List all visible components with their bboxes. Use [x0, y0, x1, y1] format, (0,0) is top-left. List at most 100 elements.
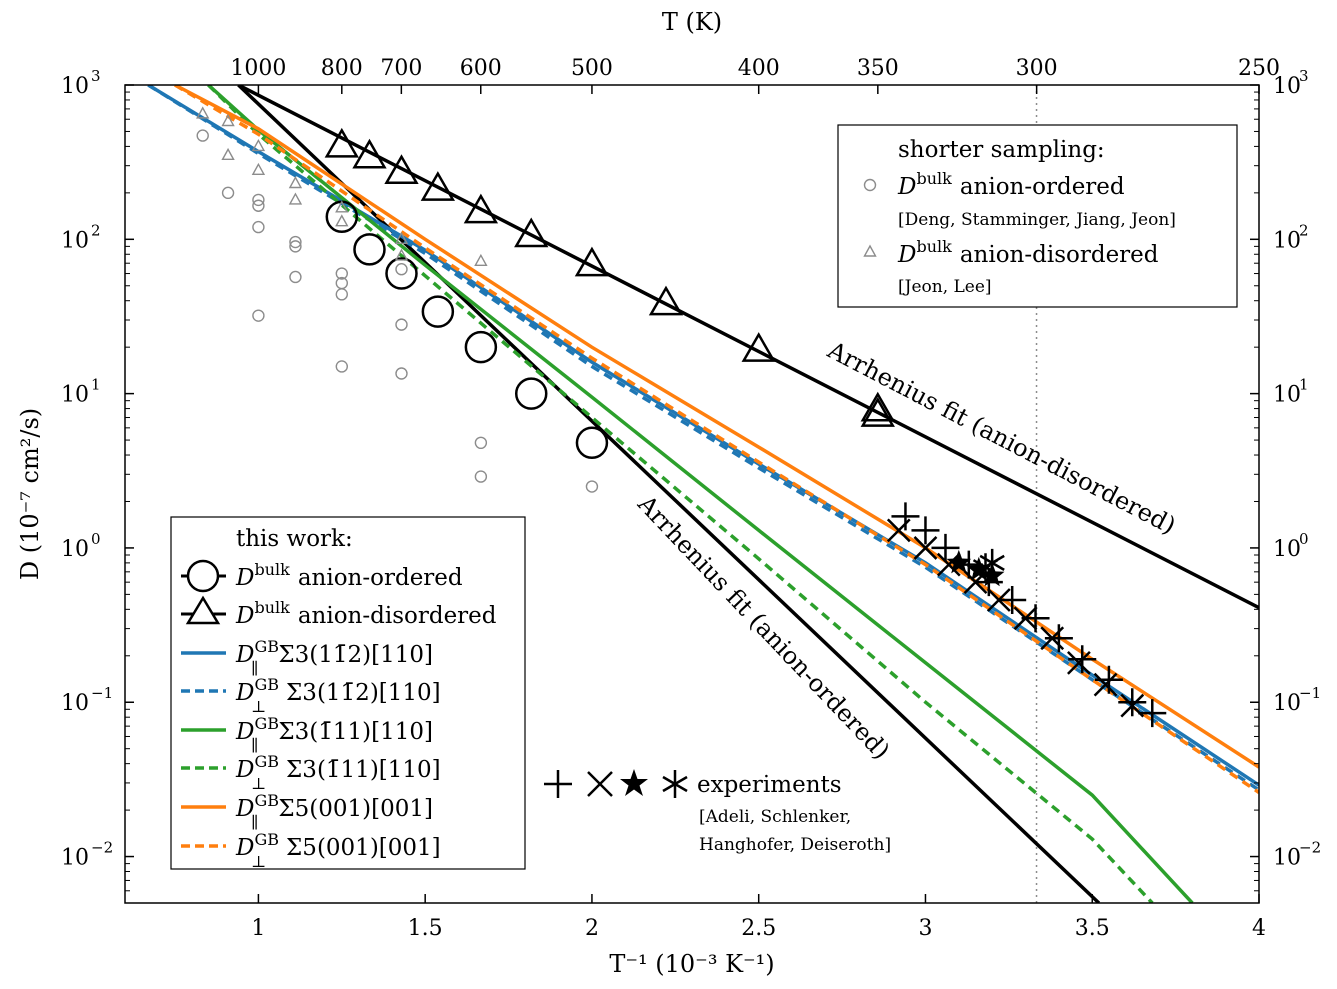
legend-label-gb-orange-perpendicular: DGB⊥Σ5(001)[001] — [235, 830, 441, 871]
fit-lines-layer — [147, 85, 1259, 903]
marker-shorter_ordered — [395, 318, 408, 331]
marker-exp_x — [1093, 672, 1118, 697]
series-line-gb2_par — [207, 85, 1194, 903]
y-tick-label: 10 — [61, 537, 89, 562]
marker-exp_x — [1040, 626, 1065, 651]
legend-experiments: experiments [Adeli, Schlenker, Hanghofer… — [544, 769, 891, 855]
top-axis-title: T (K) — [662, 8, 722, 36]
y-tick-label-exp: 1 — [91, 376, 101, 394]
marker-bulk_ordered — [575, 426, 609, 460]
y-tick-label-right: 10 — [1273, 383, 1301, 408]
marker-shorter_ordered — [289, 235, 302, 249]
legend-marker-triangle — [185, 595, 221, 625]
x-tick-label: 3.5 — [1075, 916, 1110, 941]
x-tick-label: 1 — [251, 916, 265, 941]
legend-shorter-disordered-ref: [Jeon, Lee] — [898, 277, 992, 297]
marker-shorter_ordered — [474, 470, 488, 483]
marker-shorter_disordered — [251, 162, 266, 176]
marker-shorter_disordered — [335, 200, 349, 213]
marker-bulk_ordered — [514, 377, 548, 410]
plot-frame — [124, 84, 1260, 904]
marker-exp_x — [913, 536, 938, 560]
y-tick-label-right: 10 — [1273, 74, 1301, 99]
marker-shorter_disordered — [288, 176, 303, 189]
legend-item-gb-orange-parallel: DGB∥Σ5(001)[001] — [181, 791, 433, 832]
y-tick-label-exp: −2 — [91, 839, 113, 857]
marker-exp_plus — [911, 516, 940, 545]
marker-shorter_disordered — [474, 253, 488, 267]
y-axis-title: D (10⁻⁷ cm²/s) — [16, 408, 44, 580]
top-tick-label: 250 — [1238, 56, 1280, 81]
y-tick-label-exp: 3 — [91, 67, 101, 85]
marker-shorter_ordered — [474, 436, 488, 450]
marker-shorter_disordered — [394, 231, 409, 245]
marker-bulk_disordered — [384, 154, 419, 184]
x-tick-label: 1.5 — [408, 916, 443, 941]
y-tick-label-right: 10 — [1273, 691, 1301, 716]
marker-exp_asterisk — [979, 548, 1005, 577]
legend-exp-asterisk-icon — [662, 770, 688, 798]
legend-shorter-frame — [837, 124, 1238, 308]
marker-bulk_disordered — [352, 138, 387, 169]
x-tick-label: 3 — [918, 916, 932, 941]
x-tick-label: 2.5 — [741, 916, 776, 941]
marker-bulk_ordered — [464, 330, 498, 364]
y-tick-label: 10 — [61, 691, 89, 716]
marker-shorter_ordered — [221, 186, 235, 200]
marker-shorter_ordered — [585, 480, 599, 493]
legend-label-gb-green-perpendicular: DGB⊥Σ3(1̄11)[110] — [235, 752, 441, 793]
series-line-fit_disordered — [237, 85, 1259, 610]
marker-shorter_ordered — [335, 288, 348, 301]
legend-marker-gray-triangle — [863, 244, 877, 257]
marker-exp_plus — [998, 585, 1027, 614]
marker-bulk_ordered — [421, 295, 455, 328]
top-tick-label: 600 — [460, 56, 502, 81]
marker-shorter_disordered — [251, 138, 266, 152]
series-line-fit_ordered — [237, 85, 1101, 903]
y-tick-label-right: 10 — [1273, 537, 1301, 562]
marker-shorter_ordered — [335, 267, 348, 280]
marker-shorter_disordered — [335, 214, 349, 227]
marker-exp_x — [886, 518, 911, 543]
legend-label-gb-green-parallel: DGB∥Σ3(1̄11)[110] — [235, 714, 433, 755]
marker-shorter_ordered — [252, 199, 265, 212]
marker-bulk_disordered — [648, 285, 684, 316]
marker-bulk_disordered — [420, 171, 456, 201]
marker-shorter_disordered — [394, 248, 409, 261]
markers-layer — [196, 106, 1167, 728]
legend-exp-x-icon — [587, 771, 613, 797]
y-tick-label-right-exp: 3 — [1299, 67, 1309, 85]
legend-item-gb-green-parallel: DGB∥Σ3(1̄11)[110] — [181, 714, 433, 755]
annotation-arrhenius-disordered: Arrhenius fit (anion-disordered) — [822, 335, 1180, 539]
y-tick-label: 10 — [61, 228, 89, 253]
y-tick-label-exp: 2 — [91, 221, 101, 239]
y-tick-label: 10 — [61, 846, 89, 871]
legend-label-gb-blue-perpendicular: DGB⊥Σ3(11̄2)[110] — [235, 675, 441, 716]
marker-exp_star — [966, 556, 992, 581]
top-tick-label: 700 — [380, 56, 422, 81]
legend-item-gb-green-perpendicular: DGB⊥Σ3(1̄11)[110] — [181, 752, 441, 793]
legend-marker-gray-circle — [863, 178, 877, 192]
legend-label-gb-orange-parallel: DGB∥Σ5(001)[001] — [235, 791, 433, 832]
y-tick-label-right-exp: 2 — [1299, 221, 1309, 239]
marker-exp_plus — [1044, 624, 1073, 653]
marker-exp_x — [1013, 606, 1038, 631]
legend-item-gb-blue-perpendicular: DGB⊥Σ3(11̄2)[110] — [181, 675, 441, 716]
marker-shorter_ordered — [252, 220, 265, 234]
marker-exp_plus — [891, 502, 920, 531]
y-tick-label-right-exp: 1 — [1299, 376, 1309, 394]
series-line-gb3_par — [174, 85, 1259, 769]
marker-exp_plus — [1138, 699, 1167, 728]
legend-shorter-title: shorter sampling: — [898, 137, 1105, 163]
annotation-arrhenius-ordered: Arrhenius fit (anion-ordered) — [632, 489, 896, 765]
top-tick-label: 300 — [1016, 56, 1058, 81]
